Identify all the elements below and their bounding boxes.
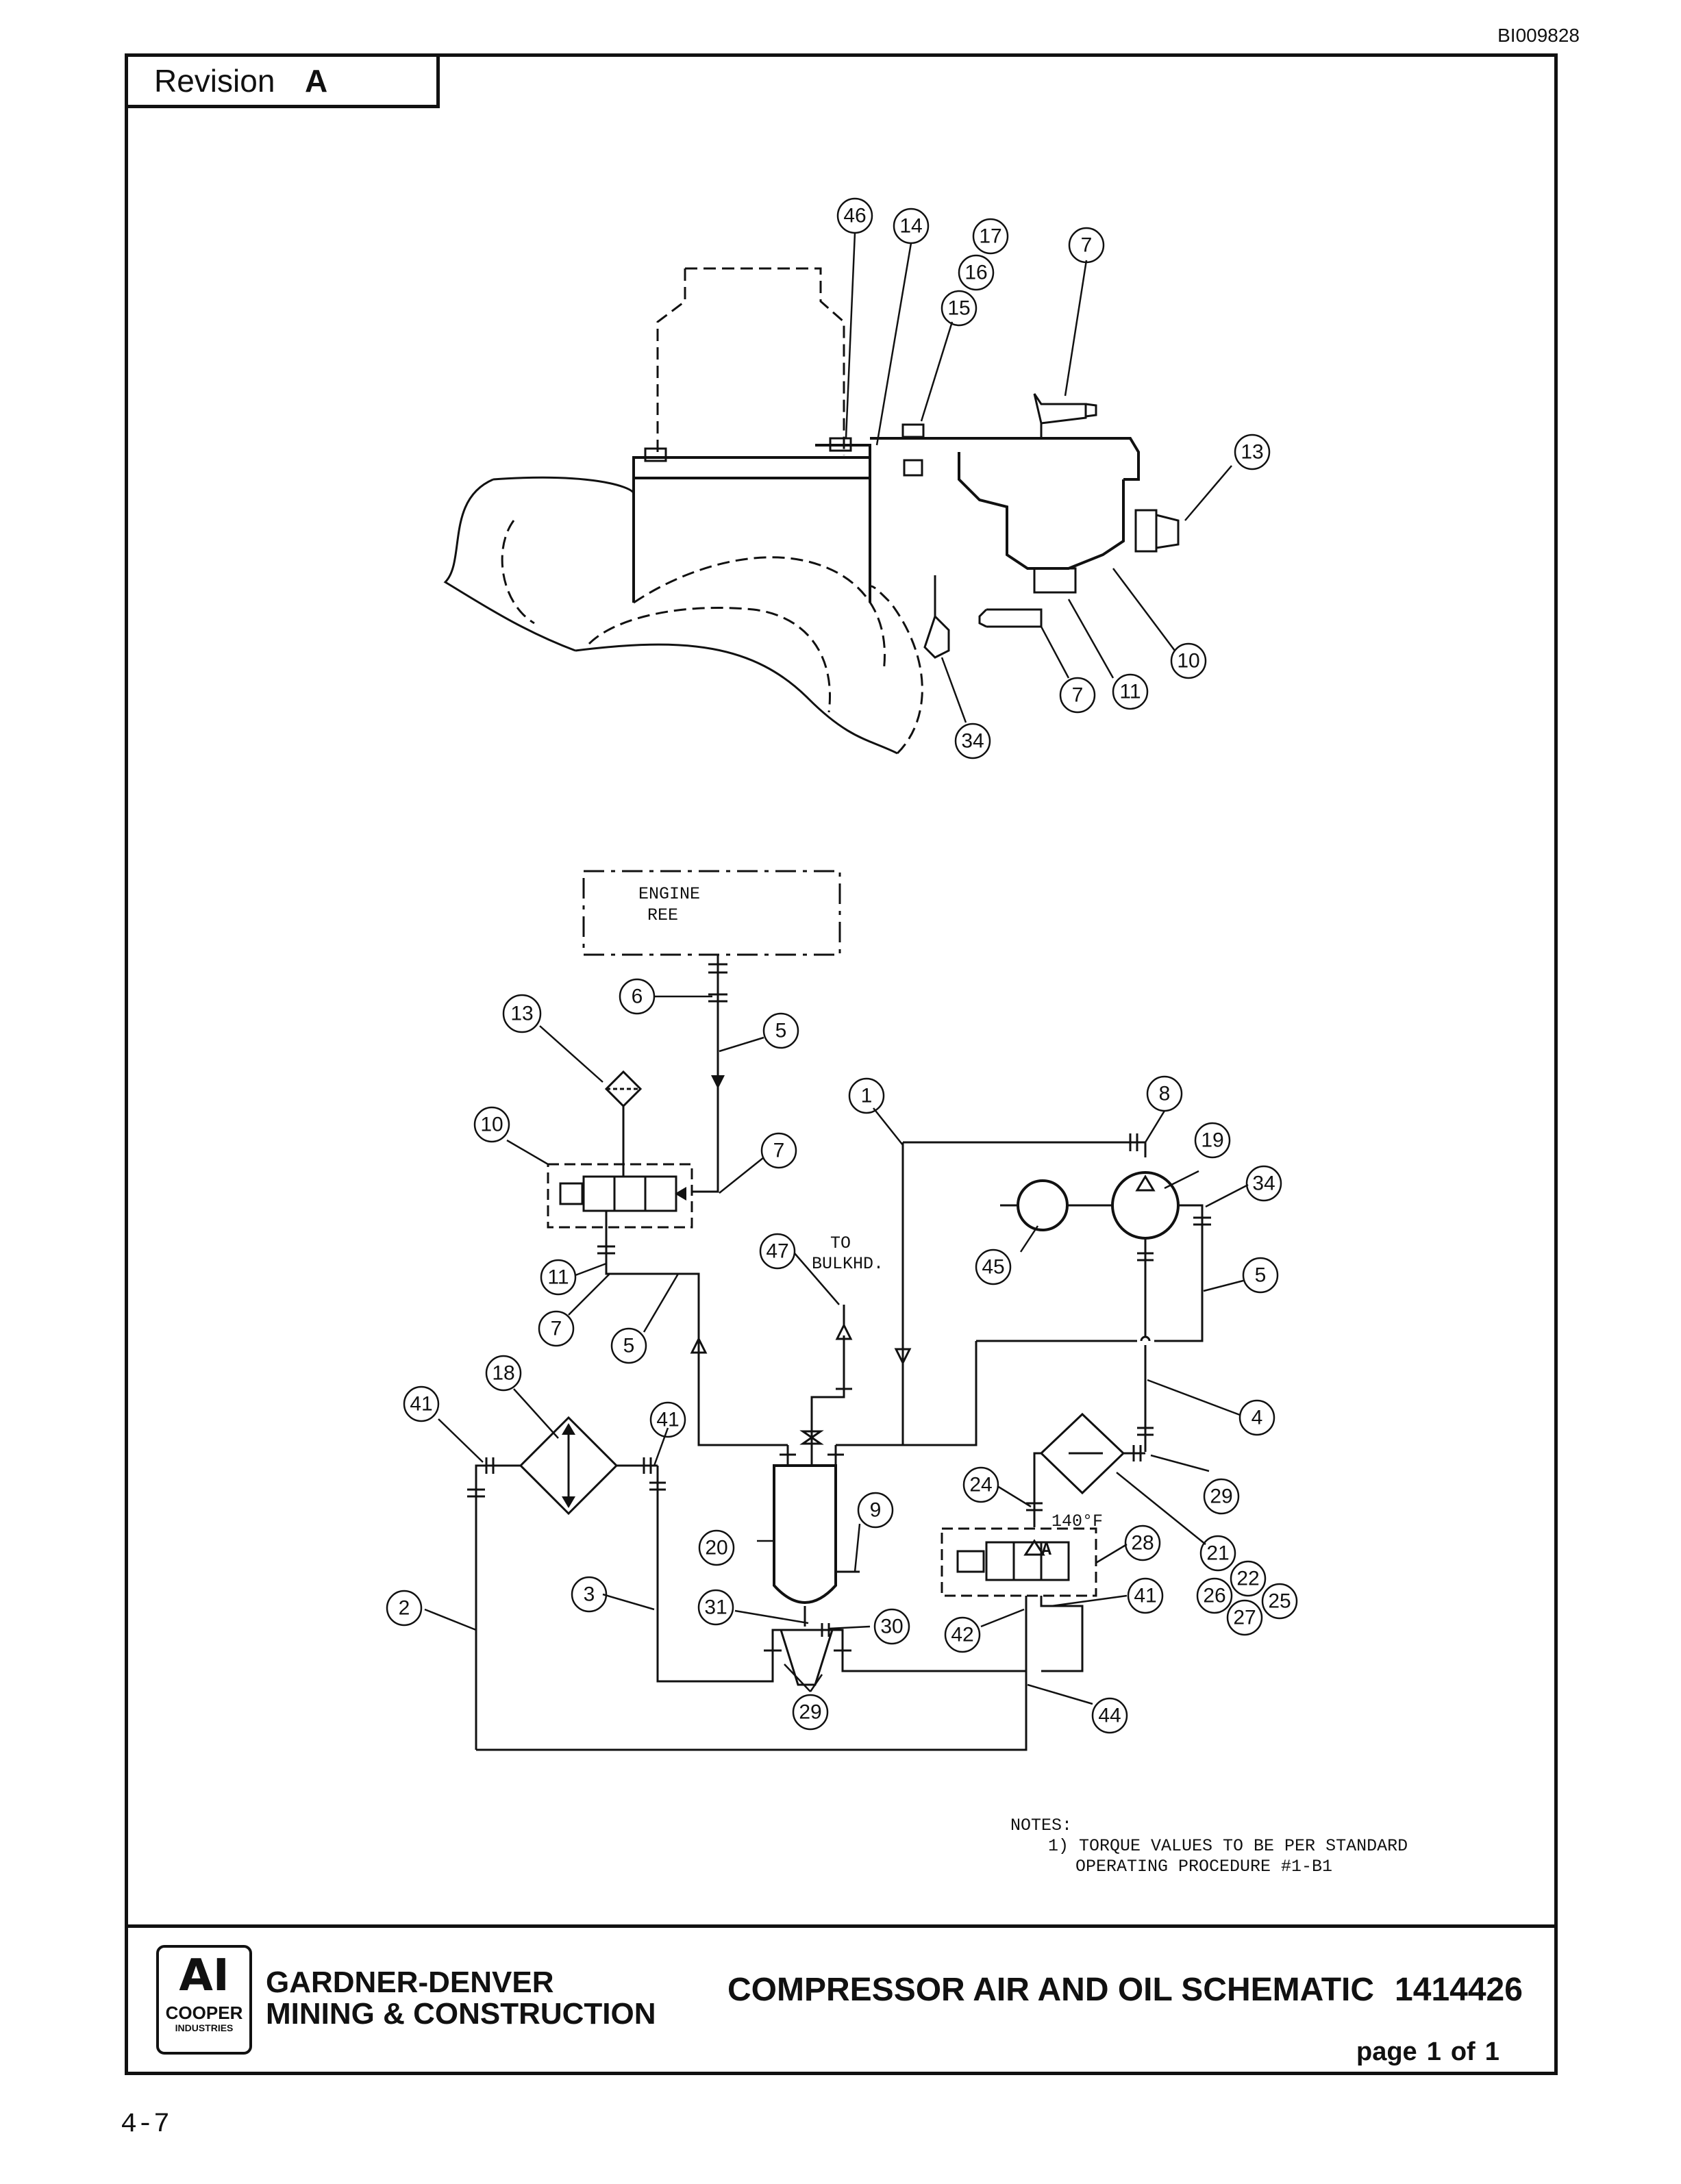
- schematic-callout-labels: 13 10 6 5 7 11 7 5 47 1 8 19 34 45 5 4 1…: [399, 986, 1291, 1727]
- callout-28: 28: [1131, 1532, 1154, 1555]
- callout-41: 41: [656, 1409, 679, 1431]
- schematic-callout-circles: [386, 978, 1298, 1734]
- logo-text-industries: INDUSTRIES: [175, 2022, 234, 2033]
- callout-6: 6: [632, 986, 643, 1008]
- callout-30: 30: [880, 1616, 903, 1638]
- company-name: GARDNER-DENVER MINING & CONSTRUCTION: [266, 1967, 656, 2030]
- manual-page-number: 4-7: [121, 2109, 171, 2140]
- thermostatic-valve-body: [985, 1541, 1070, 1581]
- callout-11: 11: [1119, 681, 1141, 703]
- logo-mark: AI: [179, 1950, 229, 2001]
- logo-text-cooper: COOPER: [165, 2003, 243, 2023]
- separator-tank-20: [773, 1464, 837, 1604]
- company-line-1: GARDNER-DENVER: [266, 1966, 554, 1999]
- upper-assembly-view: [443, 267, 1180, 755]
- callout-27: 27: [1233, 1607, 1256, 1629]
- air-filter-13-symbol: [604, 1070, 643, 1108]
- page-label: page: [1356, 2037, 1417, 2066]
- compressor-pump-19: [1111, 1171, 1180, 1240]
- callout-34: 34: [961, 730, 984, 753]
- callout-5: 5: [1255, 1264, 1267, 1287]
- page-current: 1: [1426, 2037, 1441, 2066]
- callout-18: 18: [492, 1362, 514, 1385]
- notes-line-2: OPERATING PROCEDURE #1-B1: [1075, 1857, 1332, 1877]
- solenoid-valve-outline: [547, 1163, 693, 1229]
- callout-16: 16: [964, 262, 987, 284]
- callout-41: 41: [1134, 1585, 1156, 1607]
- callout-24: 24: [969, 1474, 992, 1496]
- drawing-title: COMPRESSOR AIR AND OIL SCHEMATIC 1414426: [727, 1971, 1523, 2009]
- callout-26: 26: [1203, 1585, 1225, 1607]
- page-info: page 1 of 1: [1356, 2037, 1499, 2067]
- callout-11: 11: [547, 1266, 569, 1289]
- callout-10: 10: [480, 1114, 503, 1136]
- callout-42: 42: [951, 1624, 973, 1646]
- callout-3: 3: [584, 1583, 595, 1606]
- callout-25: 25: [1268, 1590, 1291, 1613]
- callout-44: 44: [1098, 1705, 1121, 1727]
- page-of: of: [1450, 2037, 1475, 2066]
- callout-5: 5: [775, 1020, 787, 1042]
- company-line-2: MINING & CONSTRUCTION: [266, 1997, 656, 2031]
- callout-34: 34: [1252, 1172, 1275, 1195]
- revision-box: Revision A: [125, 53, 440, 108]
- callout-29: 29: [1210, 1485, 1232, 1508]
- callout-29: 29: [799, 1701, 821, 1724]
- callout-21: 21: [1206, 1542, 1229, 1565]
- callout-17: 17: [979, 225, 1001, 248]
- callout-14: 14: [899, 215, 922, 238]
- callout-9: 9: [870, 1499, 882, 1522]
- lower-schematic: [467, 870, 1211, 1751]
- callout-7: 7: [1072, 684, 1084, 707]
- page-total: 1: [1484, 2037, 1499, 2066]
- upper-callout-labels: 46 14 17 16 15 7 13 10 11 7 34: [843, 205, 1263, 753]
- solenoid-valve-body: [582, 1175, 677, 1212]
- motor-45: [1017, 1179, 1069, 1231]
- upper-callout-circles: [836, 197, 1271, 760]
- engine-sublabel: REE: [647, 905, 678, 925]
- callout-1: 1: [861, 1085, 873, 1107]
- bulkhead-label: BULKHD.: [812, 1254, 884, 1274]
- callout-7: 7: [773, 1140, 785, 1162]
- notes-heading: NOTES:: [1010, 1816, 1072, 1835]
- callout-47: 47: [766, 1240, 788, 1263]
- notes-line-1: 1) TORQUE VALUES TO BE PER STANDARD: [1048, 1836, 1408, 1856]
- engine-label: ENGINE: [638, 884, 700, 904]
- callout-7: 7: [1081, 234, 1093, 257]
- callout-5: 5: [623, 1335, 635, 1357]
- callout-13: 13: [510, 1003, 533, 1025]
- callout-20: 20: [705, 1537, 727, 1559]
- callout-31: 31: [704, 1596, 727, 1619]
- document-id: BI009828: [1497, 25, 1580, 46]
- title-block: [125, 1924, 1558, 2075]
- callout-22: 22: [1236, 1568, 1259, 1590]
- cooper-logo: AI COOPER INDUSTRIES: [156, 1945, 252, 2055]
- callout-10: 10: [1177, 650, 1199, 673]
- callout-45: 45: [982, 1256, 1004, 1279]
- callout-15: 15: [947, 297, 970, 320]
- temperature-label: 140°F: [1051, 1511, 1103, 1531]
- revision-label: Revision: [154, 63, 275, 99]
- callout-4: 4: [1252, 1407, 1263, 1429]
- to-label: TO: [830, 1233, 851, 1253]
- drawing-title-text: COMPRESSOR AIR AND OIL SCHEMATIC: [727, 1972, 1375, 2008]
- callout-41: 41: [410, 1393, 432, 1416]
- callout-8: 8: [1159, 1083, 1171, 1105]
- schematic-text: ENGINE REE TO BULKHD. 140°F A NOTES: 1) …: [638, 884, 1408, 1877]
- strainer-29: [779, 1629, 834, 1686]
- drawing-number: 1414426: [1395, 1972, 1523, 2008]
- callout-7: 7: [551, 1318, 562, 1340]
- drawing-frame: [125, 53, 1558, 2075]
- callout-13: 13: [1241, 441, 1263, 464]
- thermostatic-valve-outline: [941, 1527, 1097, 1597]
- callout-19: 19: [1201, 1129, 1223, 1152]
- schematic-leaders: [424, 995, 1249, 1705]
- valve-port-label: A: [1041, 1540, 1051, 1560]
- engine-box: [582, 870, 841, 956]
- revision-value: A: [305, 63, 328, 99]
- callout-46: 46: [843, 205, 866, 227]
- callout-2: 2: [399, 1597, 410, 1620]
- upper-view-leaders: [845, 232, 1232, 723]
